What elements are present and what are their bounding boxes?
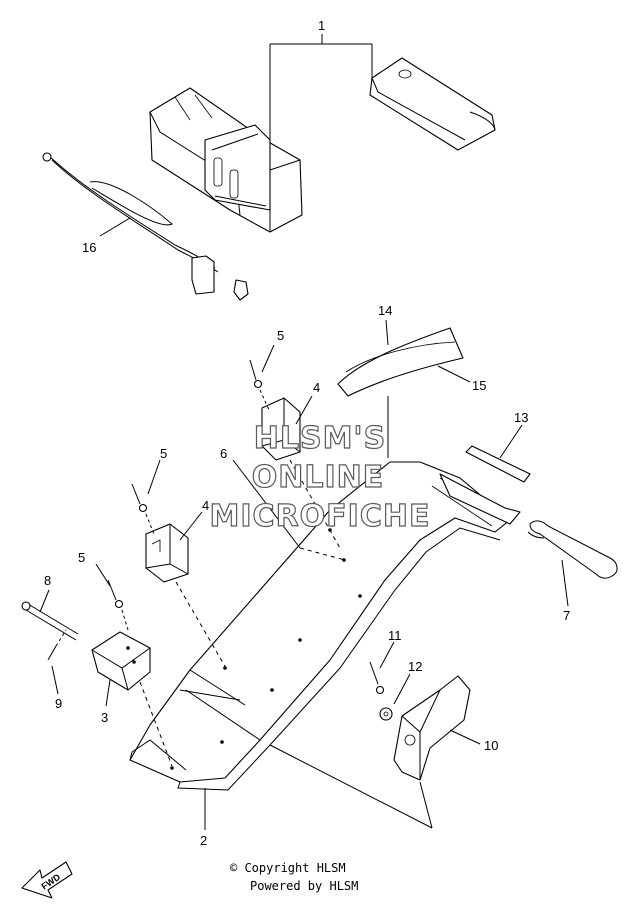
main-tray-part	[129, 461, 521, 791]
leader-10	[449, 729, 481, 745]
clip-part	[47, 629, 67, 661]
seat-lock-cable-part	[42, 152, 249, 301]
callout-5a: 5	[277, 328, 284, 343]
leader-5b	[147, 459, 161, 495]
leader-9	[51, 665, 59, 695]
screw-11-part	[369, 661, 385, 695]
washer-12-part	[379, 707, 393, 721]
strip-part	[337, 327, 464, 397]
bolt-upper-part	[249, 359, 271, 413]
watermark-line1: HLSM'S	[254, 421, 386, 456]
leader-15	[437, 365, 471, 383]
leader-11	[379, 641, 395, 669]
bolt-middle-part	[131, 483, 155, 535]
callout-13: 13	[514, 410, 528, 425]
bracket-upper-part	[261, 397, 301, 461]
leader-16	[99, 217, 131, 237]
tool-bag-part	[149, 87, 303, 233]
watermark-line2: ONLINE	[252, 460, 385, 495]
callout-5c: 5	[78, 550, 85, 565]
callout-2: 2	[200, 833, 207, 848]
dash-4b	[175, 581, 227, 669]
rod-part	[465, 445, 531, 483]
hook-wire-part	[527, 520, 618, 579]
leader-13	[499, 424, 523, 459]
tray-holes	[170, 528, 362, 770]
dash-10b	[269, 744, 433, 829]
callout-3: 3	[101, 710, 108, 725]
leader-14	[385, 319, 389, 346]
leader-3	[105, 679, 111, 707]
callout-8: 8	[44, 573, 51, 588]
watermark-line3: MICROFICHE	[210, 499, 431, 534]
callout-10: 10	[484, 738, 498, 753]
hinge-part	[91, 631, 151, 691]
callout-11: 11	[388, 628, 402, 643]
dash-3	[139, 681, 173, 767]
callout-15: 15	[472, 378, 486, 393]
fwd-arrow-icon: FWD	[21, 861, 73, 899]
leader-4a	[295, 395, 313, 425]
callout-4a: 4	[313, 380, 320, 395]
dash-4a	[289, 459, 341, 549]
bolt-lower-part	[107, 579, 129, 631]
callout-16: 16	[82, 240, 96, 255]
callout-12: 12	[408, 659, 422, 674]
callout-4b: 4	[202, 498, 209, 513]
copyright-text: © Copyright HLSM	[230, 861, 346, 875]
powered-by-text: Powered by HLSM	[250, 879, 359, 893]
callout-1: 1	[318, 18, 325, 33]
callout-9: 9	[55, 696, 62, 711]
leader-1	[269, 34, 373, 140]
callout-5b: 5	[160, 446, 167, 461]
dash-10	[419, 781, 433, 829]
tool-pouch-part	[369, 57, 496, 151]
leader-5a	[261, 344, 275, 373]
leader-4b	[179, 511, 203, 541]
pin-part	[21, 601, 79, 641]
leader-12	[393, 673, 411, 705]
bracket-lower-part	[145, 523, 189, 583]
leader-7	[561, 559, 569, 607]
bracket-10-part	[393, 675, 471, 781]
callout-14: 14	[378, 303, 392, 318]
leader-8	[39, 589, 50, 613]
callout-6: 6	[220, 446, 227, 461]
leader-6	[232, 459, 301, 549]
watermark: HLSM'S ONLINE MICROFICHE	[209, 420, 431, 534]
leader-5c	[95, 563, 111, 587]
callout-7: 7	[563, 608, 570, 623]
